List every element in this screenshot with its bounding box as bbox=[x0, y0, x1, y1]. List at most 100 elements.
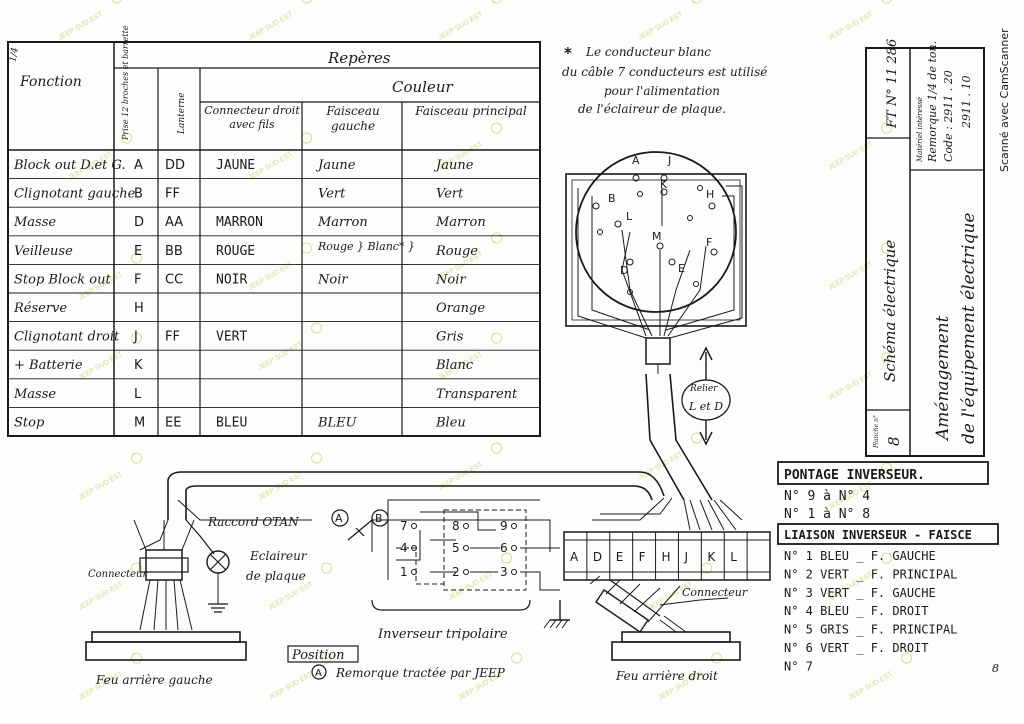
table-cell-connecteur: VERT bbox=[216, 330, 247, 345]
pontage-line-1: N° 9 à N° 4 bbox=[784, 489, 870, 504]
terminal-label: 3 bbox=[500, 565, 508, 579]
note-line-4: de l'éclaireur de plaque. bbox=[578, 102, 726, 116]
pin-hole bbox=[597, 229, 603, 235]
label-connecteur-right: Connecteur bbox=[682, 586, 748, 599]
position-letter: A bbox=[315, 668, 322, 679]
barrette-label: A bbox=[570, 550, 579, 564]
watermark-text: JEEP SUD EST bbox=[258, 340, 305, 371]
watermark: JEEP SUD EST bbox=[848, 652, 913, 702]
pin-hole bbox=[614, 220, 622, 228]
position-title: Position bbox=[291, 648, 344, 663]
table-cell-fonction: Masse bbox=[13, 215, 56, 230]
terminal-label: 4 bbox=[400, 541, 408, 555]
barrette-label: L bbox=[730, 550, 737, 564]
note-line-2: du câble 7 conducteurs est utilisé bbox=[562, 65, 767, 79]
table-cell-prise: J bbox=[133, 330, 138, 345]
watermark: JEEP SUD EST bbox=[78, 452, 143, 502]
header-lanterne: Lanterne bbox=[177, 92, 187, 135]
table-cell-fonction: Masse bbox=[13, 387, 56, 402]
terminal-label: 1 bbox=[400, 565, 408, 579]
pin-label: F bbox=[706, 236, 712, 249]
header-faisceau-principal: Faisceau principal bbox=[415, 104, 526, 118]
watermark-text: JEEP SUD EST bbox=[78, 580, 125, 611]
pin-label: A bbox=[632, 154, 640, 167]
table-cell-fonction: Clignotant droit bbox=[14, 330, 120, 345]
table-cell-fonction: Réserve bbox=[13, 301, 67, 316]
liaison-line: N° 7 bbox=[784, 659, 813, 673]
table-cell-fonction: Stop bbox=[14, 415, 45, 430]
label-connecteur-left: Connecteur bbox=[88, 569, 148, 580]
barrette-label: E bbox=[616, 550, 624, 564]
liaison-side-mark: 8 bbox=[992, 662, 999, 675]
pin-hole bbox=[626, 258, 634, 266]
watermark-text: JEEP SUD EST bbox=[828, 260, 875, 291]
watermark-text: JEEP SUD EST bbox=[268, 670, 315, 701]
pin-hole bbox=[697, 185, 703, 191]
pin-label: B bbox=[608, 192, 616, 205]
terminal-label: 9 bbox=[500, 519, 508, 533]
pin-hole bbox=[693, 281, 699, 287]
table-cell-principal: Orange bbox=[436, 301, 485, 316]
watermark-text: JEEP SUD EST bbox=[268, 580, 315, 611]
table-cell-principal: Blanc bbox=[435, 358, 474, 373]
terminal-screw bbox=[411, 569, 417, 575]
barrette-label: K bbox=[707, 550, 716, 564]
terminal-screw bbox=[463, 545, 469, 551]
pin-hole bbox=[668, 258, 676, 266]
relier-value: L et D bbox=[688, 400, 723, 413]
watermark-text: JEEP SUD EST bbox=[248, 260, 295, 291]
position-legend: Position A Remorque tractée par JEEP bbox=[287, 645, 506, 680]
liaison-line: N° 3 VERT _ F. GAUCHE bbox=[784, 586, 936, 600]
pontage-line-2: N° 1 à N° 8 bbox=[784, 507, 870, 522]
table-cell-principal: Gris bbox=[436, 330, 464, 345]
liaison-line: N° 1 BLEU _ F. GAUCHE bbox=[784, 549, 936, 563]
pontage-block: PONTAGE INVERSEUR. N° 9 à N° 4 N° 1 à N°… bbox=[777, 461, 999, 675]
pin-hole bbox=[710, 248, 718, 256]
barrette-label: H bbox=[662, 550, 671, 564]
pin-hole bbox=[632, 174, 640, 182]
title-planche-label: Planche n° bbox=[873, 415, 880, 449]
liaison-line: N° 6 VERT _ F. DROIT bbox=[784, 641, 929, 655]
table-cell-fonction: Stop Block out bbox=[14, 272, 111, 287]
table-cell-lanterne: BB bbox=[165, 244, 183, 259]
table-cell-lanterne: FF bbox=[165, 187, 180, 202]
watermark: JEEP SUD EST bbox=[58, 0, 123, 42]
table-cell-prise: F bbox=[134, 272, 141, 287]
header-connecteur: Connecteur droit avec fils bbox=[204, 104, 300, 131]
table-cell-prise: L bbox=[134, 387, 142, 402]
title-titre-1: Aménagement bbox=[933, 315, 953, 442]
note-line-1: Le conducteur blanc bbox=[585, 45, 711, 59]
table-cell-prise: B bbox=[134, 187, 143, 202]
pin-hole bbox=[687, 215, 693, 221]
pontage-title: PONTAGE INVERSEUR. bbox=[784, 468, 925, 483]
title-block bbox=[865, 47, 985, 457]
watermark-text: JEEP SUD EST bbox=[58, 10, 105, 41]
table-cell-connecteur: NOIR bbox=[216, 272, 247, 287]
table-cell-principal: Vert bbox=[436, 187, 464, 202]
note-line-3: pour l'alimentation bbox=[604, 84, 720, 98]
table-cell-principal: Noir bbox=[435, 272, 466, 287]
terminal-screw bbox=[411, 523, 417, 529]
table-cell-lanterne: AA bbox=[165, 215, 183, 230]
pin-label: J bbox=[667, 154, 671, 167]
table-cell-connecteur: ROUGE bbox=[216, 244, 255, 259]
table-cell-connecteur: BLEU bbox=[216, 415, 247, 430]
label-eclaireur-2: de plaque bbox=[246, 569, 306, 583]
table-cell-prise: M bbox=[134, 415, 145, 430]
terminal-label: 8 bbox=[452, 519, 460, 533]
table-cell-connecteur: JAUNE bbox=[216, 158, 255, 173]
watermark-text: JEEP SUD EST bbox=[78, 470, 125, 501]
watermark-text: JEEP SUD EST bbox=[828, 140, 875, 171]
title-code-1: Code : 2911 . 20 bbox=[942, 70, 955, 162]
terminal-label: 5 bbox=[452, 541, 460, 555]
watermark-text: JEEP SUD EST bbox=[78, 350, 125, 381]
pin-label: K bbox=[660, 178, 668, 191]
terminal-label: 7 bbox=[400, 519, 408, 533]
watermark-text: JEEP SUD EST bbox=[248, 10, 295, 41]
table-cell-fonction: Veilleuse bbox=[14, 244, 73, 259]
label-inverseur: Inverseur tripolaire bbox=[377, 627, 508, 642]
pin-label: E bbox=[678, 262, 685, 275]
